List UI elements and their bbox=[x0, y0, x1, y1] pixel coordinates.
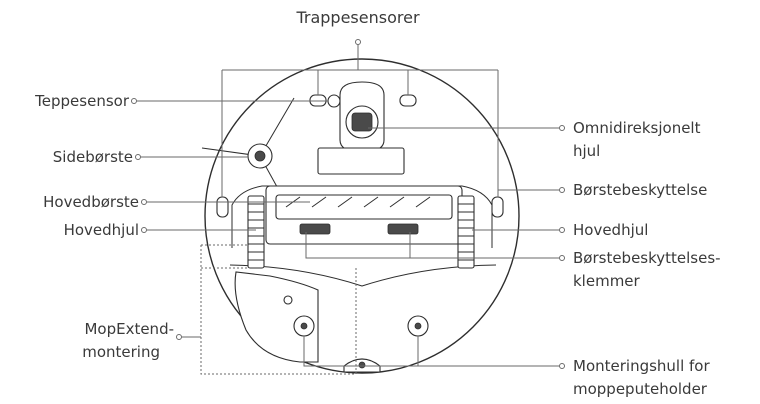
main-brush-icon bbox=[265, 185, 463, 245]
label-mopextend-line1: MopExtend- bbox=[84, 320, 174, 338]
label-mount-holes-line1: Monteringshull for bbox=[573, 357, 710, 375]
label-main-wheel-left: Hovedhjul bbox=[64, 221, 139, 239]
omni-wheel-icon bbox=[339, 81, 385, 153]
label-carpet-sensor: Teppesensor bbox=[34, 92, 130, 110]
label-side-brush: Sidebørste bbox=[53, 148, 133, 166]
main-wheel-left-icon bbox=[247, 195, 265, 269]
label-mount-holes-line2: moppeputeholder bbox=[573, 380, 708, 398]
label-brush-guard: Børstebeskyttelse bbox=[573, 181, 707, 199]
text-labels: Trappesensorer Teppesensor Sidebørste Ho… bbox=[34, 8, 720, 398]
label-main-brush: Hovedbørste bbox=[43, 193, 139, 211]
label-omni-wheel-line1: Omnidireksjonelt bbox=[573, 119, 701, 137]
label-main-wheel-right: Hovedhjul bbox=[573, 221, 648, 239]
leader-lines bbox=[131, 39, 565, 375]
mop-pad-area bbox=[234, 271, 429, 373]
label-mopextend-line2: montering bbox=[82, 343, 160, 361]
label-brush-guard-clips-line1: Børstebeskyttelses- bbox=[573, 249, 721, 267]
label-omni-wheel-line2: hjul bbox=[573, 142, 600, 160]
label-stair-sensors: Trappesensorer bbox=[295, 8, 419, 27]
center-plate bbox=[317, 147, 405, 175]
main-wheel-right-icon bbox=[457, 195, 475, 269]
label-brush-guard-clips-line2: klemmer bbox=[573, 272, 641, 290]
carpet-sensor-icon bbox=[327, 94, 341, 108]
side-brush-icon bbox=[201, 97, 295, 215]
